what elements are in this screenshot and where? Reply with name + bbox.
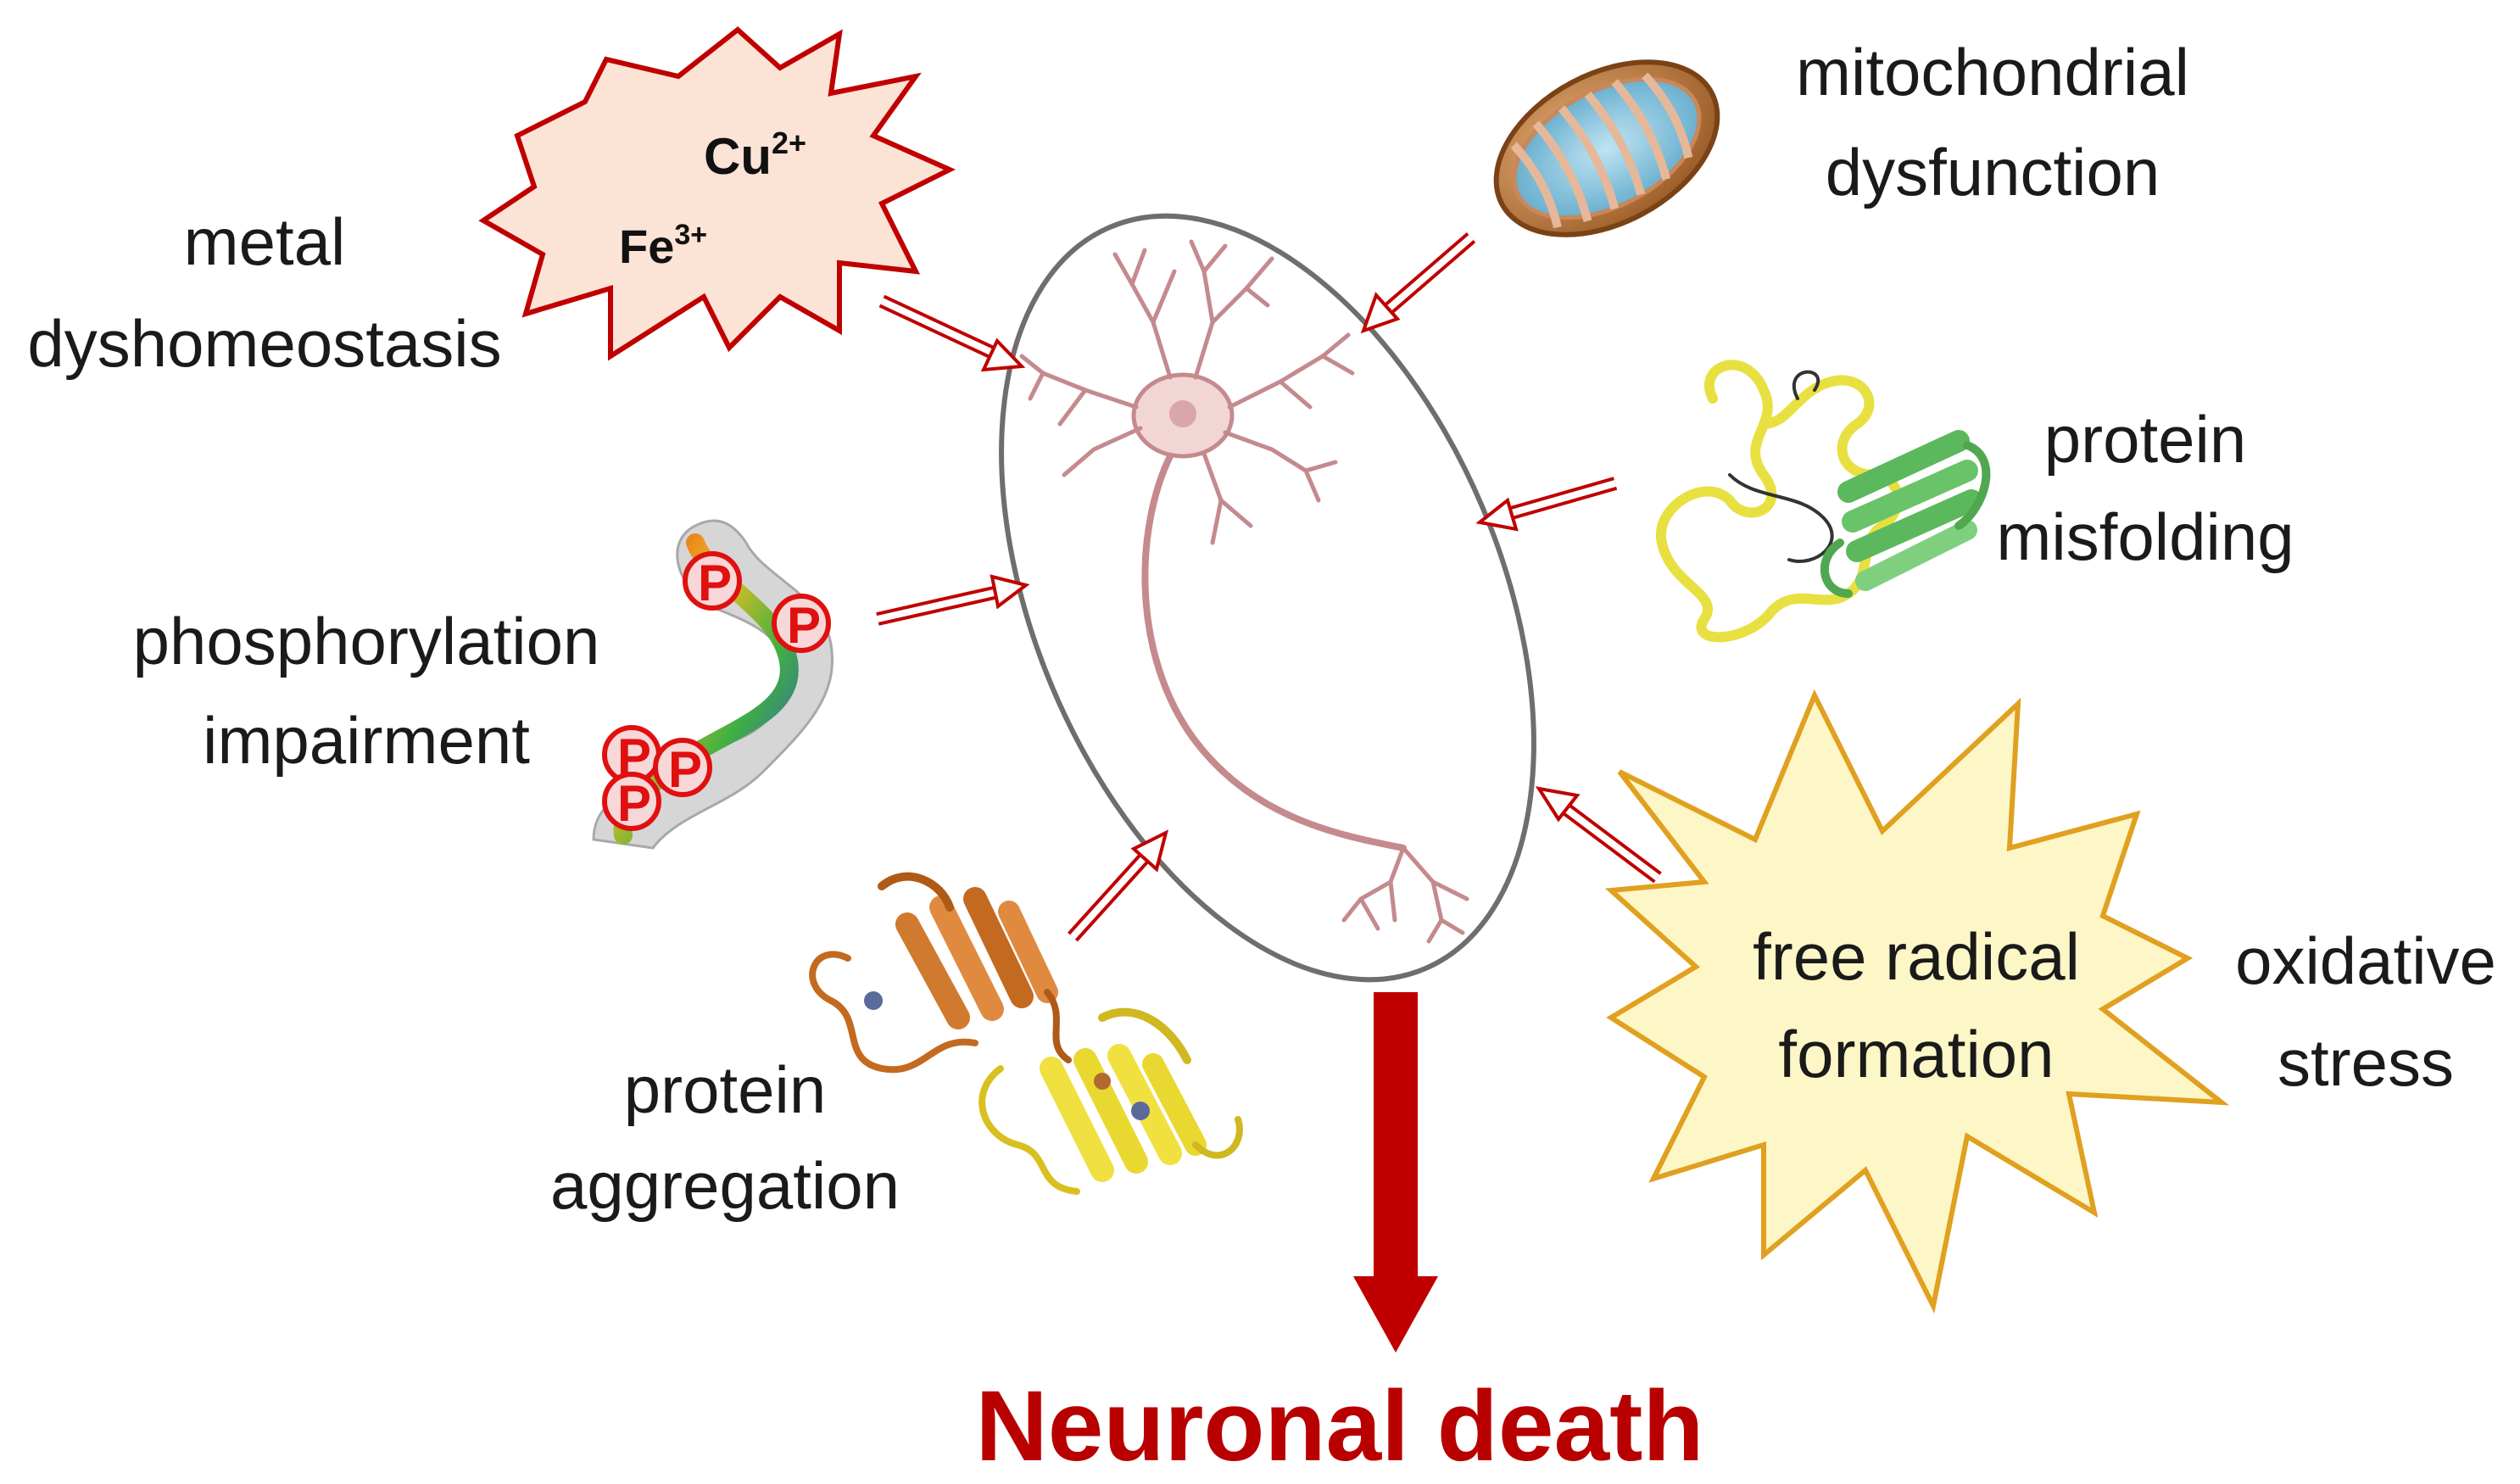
phos-label-line1: phosphorylation: [133, 604, 600, 678]
mito-label-line1: mitochondrial: [1796, 35, 2189, 109]
phospho-marker-icon: P: [683, 551, 742, 611]
radical-label-line2: formation: [1778, 1017, 2054, 1091]
ion-fe: Fe3+: [619, 219, 707, 273]
protein-ribbon-icon: [1655, 360, 1991, 643]
ion-cu: Cu2+: [704, 126, 806, 185]
protein-aggregation-group: protein aggregation: [550, 829, 1243, 1223]
protein-aggregate-icon: [809, 872, 1243, 1195]
phospho-marker-icon: P: [602, 772, 661, 832]
svg-text:P: P: [668, 741, 702, 798]
protein-misfolding-group: protein misfolding: [1475, 360, 2294, 643]
neuron-ellipse-group: [999, 213, 1536, 983]
oxidative-stress-group: free radical formation oxidative stress: [1535, 689, 2496, 1314]
phos-label-line2: impairment: [203, 703, 530, 778]
svg-text:P: P: [787, 597, 821, 654]
neuron-icon: [1019, 239, 1469, 944]
down-arrow-shaft: [1374, 992, 1418, 1280]
outcome-title: Neuronal death: [976, 1370, 1704, 1482]
metal-label-line1: metal: [184, 204, 346, 279]
radical-label-line1: free radical: [1753, 919, 2080, 994]
aggr-label-line1: protein: [624, 1052, 827, 1127]
mitochondrion-icon: [1493, 59, 1720, 237]
phospho-marker-icon: P: [772, 594, 831, 654]
oxid-label-line2: stress: [2277, 1025, 2454, 1100]
phospho-marker-icon: P: [653, 738, 712, 798]
phosphorylated-protein-icon: P P P P P: [592, 519, 833, 850]
outcome-group: Neuronal death: [976, 992, 1704, 1482]
phosphorylation-impairment-group: P P P P P phosphorylation impairment: [133, 519, 1030, 850]
svg-text:P: P: [698, 555, 732, 611]
mitochondrial-dysfunction-group: mitochondrial dysfunction: [1360, 35, 2189, 334]
misfold-label-line2: misfolding: [1996, 499, 2294, 574]
misfold-label-line1: protein: [2044, 402, 2247, 477]
metal-dyshomeostasis-group: Cu2+ Fe3+ metal dyshomeostasis: [27, 26, 1026, 381]
svg-text:P: P: [617, 775, 651, 832]
starburst-icon: [1604, 689, 2230, 1314]
down-arrow-head: [1353, 1276, 1438, 1353]
neuron-ellipse: [999, 213, 1536, 983]
aggr-label-line2: aggregation: [550, 1148, 900, 1223]
oxid-label-line1: oxidative: [2235, 923, 2496, 998]
mito-label-line2: dysfunction: [1826, 135, 2160, 209]
starburst-icon: [478, 26, 956, 361]
metal-label-line2: dyshomeostasis: [27, 306, 501, 381]
